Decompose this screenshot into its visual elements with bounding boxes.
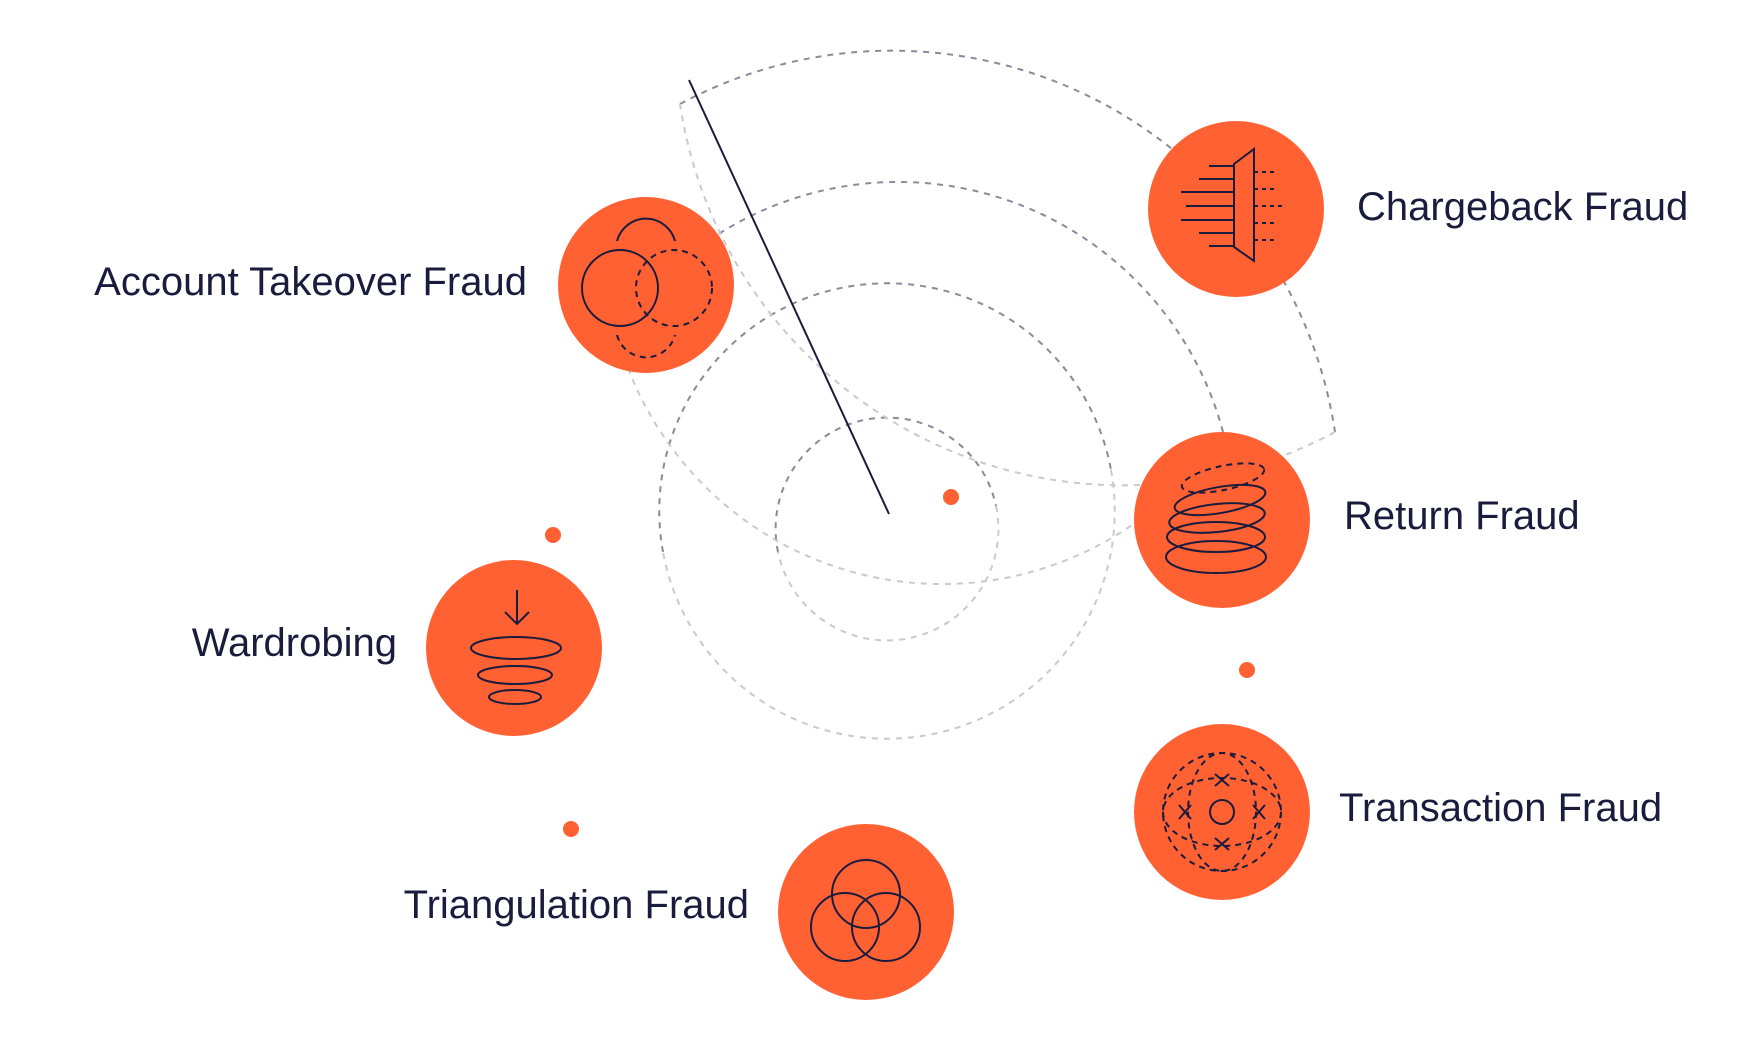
node-return: Return Fraud [1134,432,1580,608]
orbit-ring-1-upper [774,416,997,553]
orbit-ring-2-lower [662,469,1116,740]
node-label: Return Fraud [1344,494,1580,538]
accent-dot [943,489,959,505]
accent-dots [545,489,1255,837]
node-label: Account Takeover Fraud [94,260,527,304]
accent-dot [1239,662,1255,678]
orbit-rings [616,49,1336,740]
accent-dot [563,821,579,837]
node-label: Triangulation Fraud [404,883,749,927]
node-account-takeover: Account Takeover Fraud [94,197,734,373]
three-circles-icon [810,859,921,962]
node-circle [1134,724,1310,900]
accent-dot [545,527,561,543]
radar-sweep-line [688,79,890,515]
target-cross-icon [1162,752,1282,872]
node-circle [426,560,602,736]
node-circle [778,824,954,1000]
node-wardrobing: Wardrobing [192,560,602,736]
orbit-ring-2-upper [658,282,1112,553]
orbit-ring-3-upper [616,180,1224,433]
node-label: Transaction Fraud [1339,786,1662,830]
node-circle [1148,121,1324,297]
node-triangulation: Triangulation Fraud [404,824,954,1000]
orbit-ring-1-lower [777,505,1000,642]
node-chargeback: Chargeback Fraud [1148,121,1688,297]
node-circle [1134,432,1310,608]
node-label: Wardrobing [192,621,397,665]
node-circle [558,197,734,373]
arrow-ellipses-icon [470,590,562,705]
orbit-ring-3-lower [616,333,1224,586]
prism-lines-icon [1181,147,1284,263]
node-transaction: Transaction Fraud [1134,724,1662,900]
node-label: Chargeback Fraud [1357,185,1688,229]
overlapping-circles-dashed-icon [581,217,713,359]
